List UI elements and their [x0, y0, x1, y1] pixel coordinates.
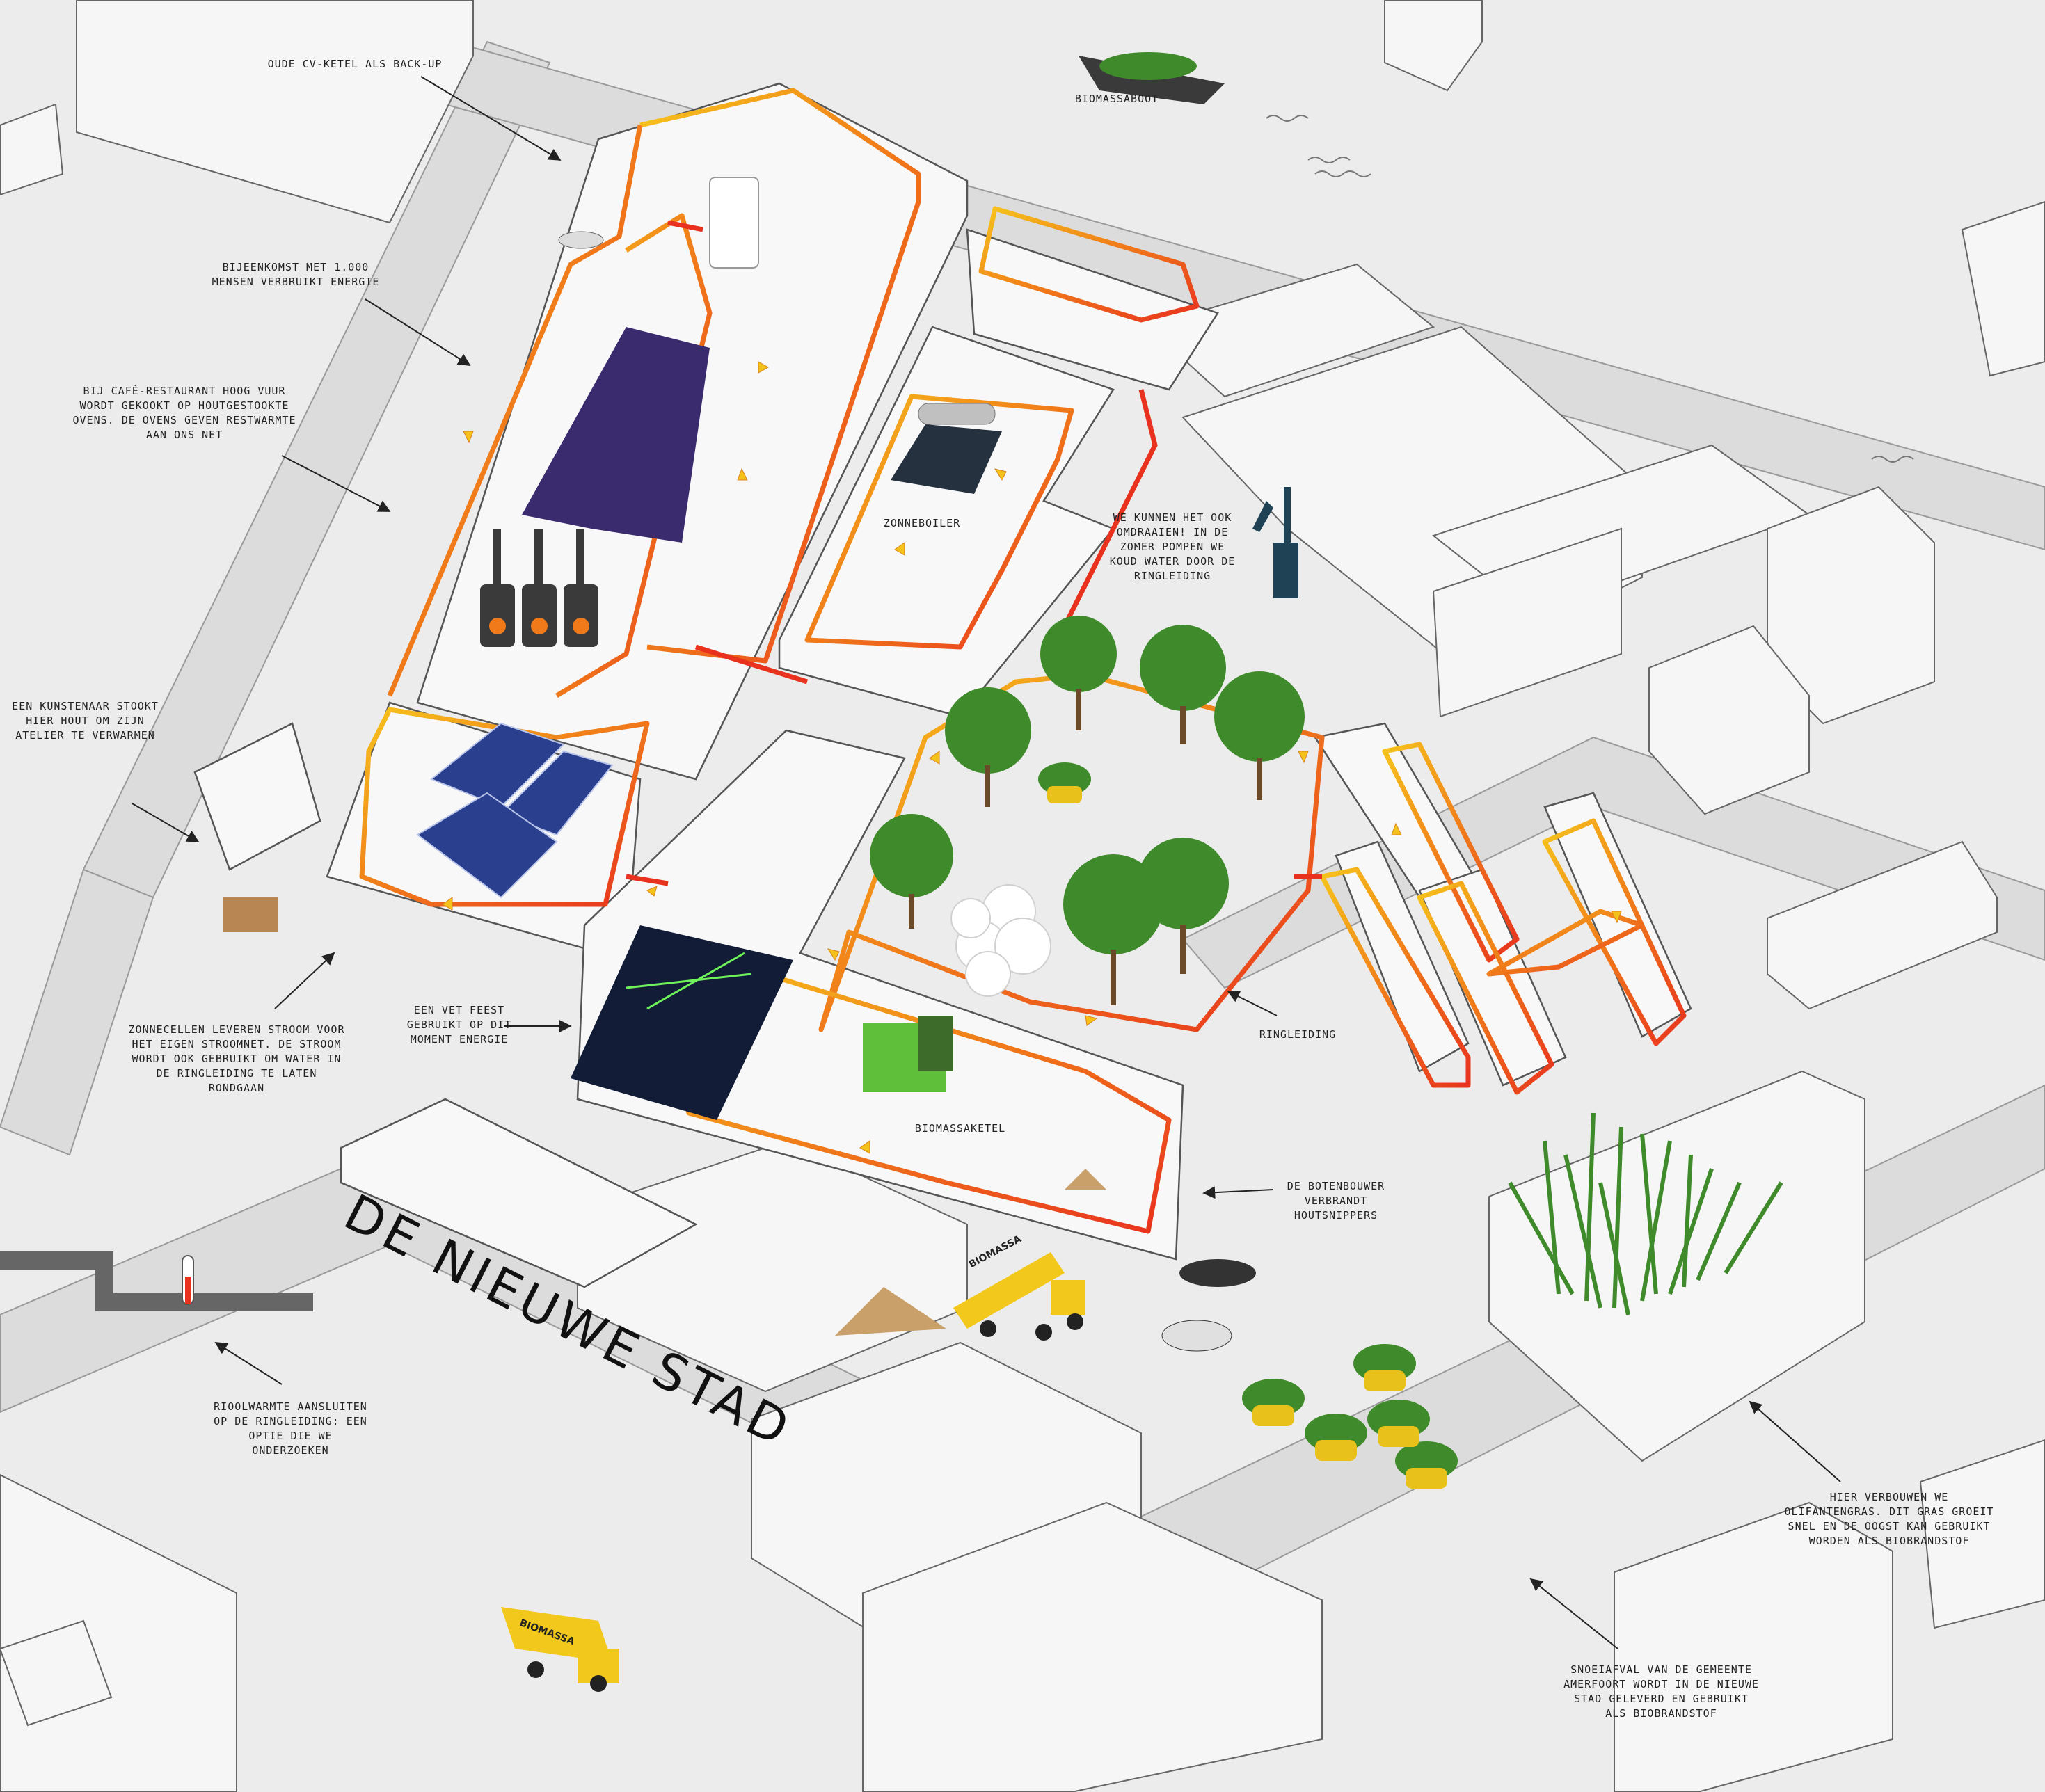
cloud-character	[950, 884, 1051, 997]
label-kunstenaar: EEN KUNSTENAAR STOOKT HIER HOUT OM ZIJN …	[12, 700, 159, 742]
label-snoeiafval: SNOEIAFVAL VAN DE GEMEENTE AMERFOORT WOR…	[1563, 1663, 1759, 1720]
event-screens	[522, 327, 793, 1120]
cv-ketel	[709, 177, 759, 269]
biomass-truck-2	[501, 1607, 619, 1692]
label-cv-ketel: OUDE CV-KETEL ALS BACK-UP	[267, 58, 443, 70]
label-botenbouwer: DE BOTENBOUWER VERBRANDT HOUTSNIPPERS	[1287, 1180, 1385, 1222]
solar-boiler	[891, 403, 1002, 494]
biomass-boiler	[863, 1016, 953, 1092]
biomass-truck	[953, 1252, 1085, 1341]
solar-panels	[416, 722, 614, 899]
cars	[558, 231, 1256, 1352]
label-biomassaketel: BIOMASSAKETEL	[914, 1122, 1006, 1135]
wheelbarrows	[1038, 762, 1458, 1489]
label-olifantengras: HIER VERBOUWEN WE OLIFANTENGRAS. DIT GRA…	[1784, 1491, 1994, 1547]
sewer-pipe	[0, 1251, 313, 1311]
label-rioolwarmte: RIOOLWARMTE AANSLUITEN OP DE RINGLEIDING…	[214, 1400, 367, 1457]
label-ringleiding: RINGLEIDING	[1259, 1028, 1337, 1041]
biomass-boat	[1079, 52, 1225, 104]
wood-ovens	[480, 529, 598, 647]
label-cafe: BIJ CAFÉ-RESTAURANT HOOG VUUR WORDT GEKO…	[72, 385, 296, 441]
thermometer	[182, 1255, 194, 1305]
flow-arrows	[442, 361, 1622, 1154]
label-biomassaboot: BIOMASSABOOT	[1074, 93, 1159, 105]
label-omdraaien: WE KUNNEN HET OOK OMDRAAIEN! IN DE ZOMER…	[1109, 511, 1236, 582]
water-waves	[1266, 115, 1914, 463]
label-zonneboiler: ZONNEBOILER	[883, 517, 961, 529]
label-zonnecellen: ZONNECELLEN LEVEREN STROOM VOOR HET EIGE…	[128, 1023, 345, 1094]
wood-chips	[223, 897, 1106, 1336]
pointer-arrows	[132, 76, 1841, 1649]
label-bijeenkomst: BIJEENKOMST MET 1.000 MENSEN VERBRUIKT E…	[212, 261, 380, 288]
elephant-grass	[1508, 1112, 1783, 1315]
water-pump	[1252, 487, 1298, 598]
trees	[870, 616, 1305, 1005]
label-feest: EEN VET FEEST GEBRUIKT OP DIT MOMENT ENE…	[406, 1004, 512, 1046]
